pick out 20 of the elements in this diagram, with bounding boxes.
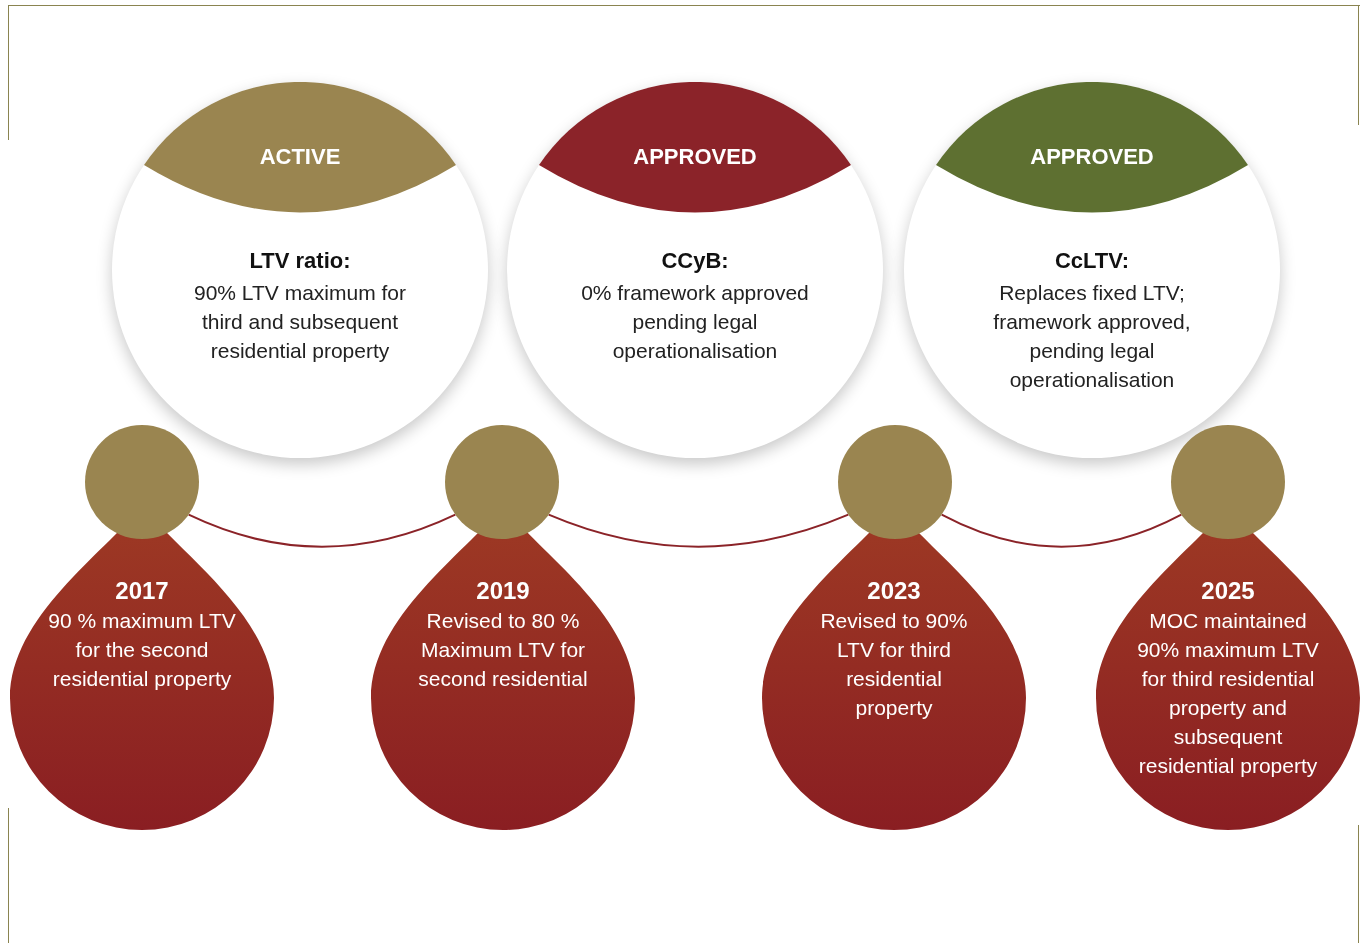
connector-line	[547, 513, 850, 548]
milestone-text: 90 % maximum LTV for the second residential property	[47, 608, 237, 692]
milestone-text: Revised to 90% LTV for third residential property	[819, 608, 969, 721]
year-label: 2025	[1201, 577, 1255, 605]
connector-line	[940, 513, 1183, 548]
status-label: APPROVED	[1030, 144, 1154, 170]
milestone-text: MOC maintained 90% maximum LTV for third residential property and subsequent residential property	[1136, 608, 1320, 779]
year-label: 2017	[115, 577, 169, 605]
connector-line	[187, 513, 457, 548]
year-label: 2023	[867, 577, 921, 605]
year-label: 2019	[476, 577, 530, 605]
heading: CCyB:	[661, 248, 729, 274]
heading: CcLTV:	[1054, 248, 1130, 274]
description: 90% LTV maximum for third and subsequent residential property	[193, 280, 407, 364]
status-label: ACTIVE	[259, 144, 341, 170]
heading: LTV ratio:	[249, 248, 351, 274]
status-label: APPROVED	[633, 144, 757, 170]
description: Replaces fixed LTV; framework approved, pending legal operationalisation	[992, 280, 1192, 393]
description: 0% framework approved pending legal operationalisation	[580, 280, 810, 364]
milestone-text: Revised to 80 % Maximum LTV for second residential	[417, 608, 589, 692]
